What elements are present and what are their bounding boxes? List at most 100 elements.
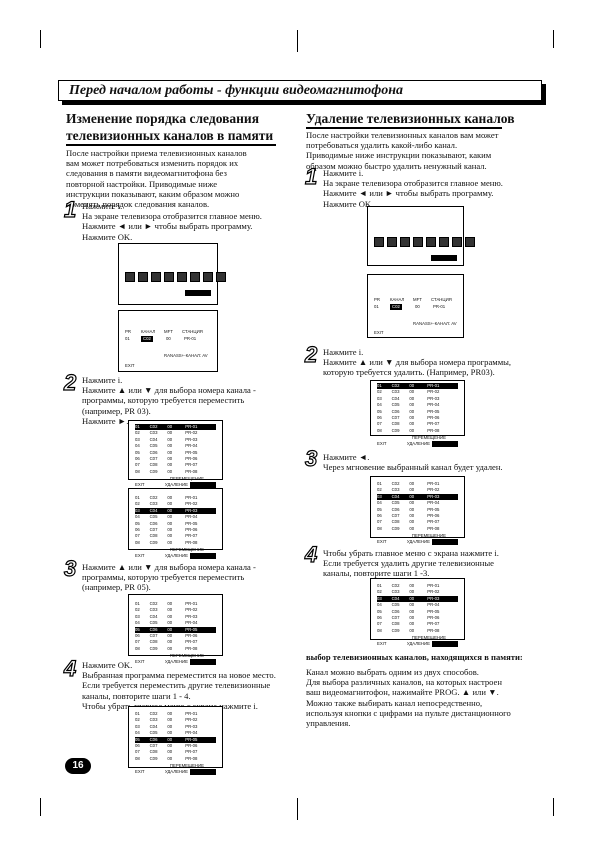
osd-header-pr: PR <box>374 297 380 302</box>
table-cell: C03 <box>391 389 400 395</box>
table-cell: 00 <box>409 608 415 614</box>
table-cell: PR-07 <box>185 749 198 755</box>
table-cell: 00 <box>409 487 415 493</box>
table-cell: C03 <box>391 487 400 493</box>
osd-header-ch: КАНАЛ <box>141 329 156 334</box>
step-1-number: 1 <box>63 196 77 222</box>
table-cell: C07 <box>149 633 158 638</box>
table-cell: 02 <box>135 607 140 613</box>
osd-ch: C02 <box>390 304 402 310</box>
menu-icons-row <box>125 272 226 282</box>
osd-mft: 00 <box>415 304 420 309</box>
osd-header-station: СТАНЦИЯ <box>431 297 452 302</box>
table-cell: 08 <box>135 539 140 545</box>
table-cell: PR-01 <box>427 583 440 588</box>
table-cell: C08 <box>149 462 158 468</box>
table-cell: C02 <box>391 481 400 486</box>
table-cell: C05 <box>149 620 158 626</box>
table-cell: PR-01 <box>185 601 198 606</box>
table-cell: 03 <box>135 436 140 442</box>
table-cell: 00 <box>167 456 173 461</box>
table-cell: 00 <box>409 493 415 499</box>
table-cell: 00 <box>409 595 415 601</box>
table-cell: 00 <box>167 730 173 736</box>
table-cell: 03 <box>135 613 140 619</box>
table-cell: 03 <box>377 395 382 401</box>
left-intro: После настройки приема телевизионных кан… <box>66 148 247 210</box>
table-cell: PR-07 <box>427 519 440 525</box>
osd-move-label: ПЕРЕМЕЩЕНИЕ <box>411 533 446 539</box>
table-cell: 04 <box>377 500 382 506</box>
screen-buttons <box>190 482 216 489</box>
table-cell: C02 <box>149 495 158 500</box>
table-cell: 02 <box>135 501 140 507</box>
table-cell: 01 <box>377 583 382 588</box>
table-cell: 00 <box>167 533 173 539</box>
table-cell: 05 <box>135 736 140 742</box>
table-cell: C09 <box>149 645 158 651</box>
table-cell: PR-04 <box>185 620 198 626</box>
table-cell: 00 <box>167 639 173 645</box>
left-step-1-text: Нажмите i.На экране телевизора отобразит… <box>82 201 262 242</box>
step-4-number: 4 <box>304 541 318 567</box>
table-cell: 00 <box>409 506 415 512</box>
right-heading: Удаление телевизионных каналов <box>306 111 515 126</box>
table-cell: 00 <box>409 481 415 486</box>
table-cell: 00 <box>409 415 415 420</box>
table-cell: C06 <box>149 520 158 526</box>
table-cell: 05 <box>377 608 382 614</box>
table-cell: PR-05 <box>185 449 198 455</box>
table-cell: 06 <box>135 527 140 532</box>
table-cell: 00 <box>167 645 173 651</box>
screen-buttons <box>190 553 216 560</box>
table-cell: 07 <box>377 421 382 427</box>
table-cell: 00 <box>409 402 415 408</box>
table-cell: C09 <box>391 427 400 433</box>
tv-screen-pr-setup: PR КАНАЛ MFT СТАНЦИЯ 01 C02 00 PR-01 RAN… <box>367 274 464 338</box>
tv-screen-pr-setup: PR КАНАЛ MFT СТАНЦИЯ 01 C02 00 PR-01 RAN… <box>118 310 218 372</box>
table-cell: 00 <box>167 436 173 442</box>
table-cell: C04 <box>149 507 158 513</box>
table-cell: 07 <box>377 621 382 627</box>
table-cell: C08 <box>391 421 400 427</box>
page-banner: Перед началом работы - функции видеомагн… <box>58 80 542 101</box>
table-cell: 03 <box>377 493 382 499</box>
table-cell: C08 <box>149 639 158 645</box>
right-step-4-text: Чтобы убрать главное меню с экрана нажми… <box>323 548 499 579</box>
left-heading-1: Изменение порядка следования <box>66 111 260 126</box>
table-cell: 05 <box>135 449 140 455</box>
table-cell: C02 <box>391 383 400 388</box>
table-cell: PR-08 <box>427 427 440 433</box>
table-cell: PR-05 <box>185 736 198 742</box>
osd-header-pr: PR <box>125 329 131 334</box>
table-cell: 08 <box>377 525 382 531</box>
table-cell: 01 <box>377 383 382 388</box>
table-cell: C04 <box>391 395 400 401</box>
table-cell: PR-07 <box>185 639 198 645</box>
osd-exit: EXIT <box>135 553 145 559</box>
screen-buttons <box>431 255 457 261</box>
osd-pr: 01 <box>374 304 379 309</box>
table-cell: PR-05 <box>185 520 198 526</box>
osd-header-mft: MFT <box>413 297 422 302</box>
table-cell: 07 <box>135 533 140 539</box>
table-cell: C04 <box>149 723 158 729</box>
table-cell: 00 <box>167 601 173 606</box>
